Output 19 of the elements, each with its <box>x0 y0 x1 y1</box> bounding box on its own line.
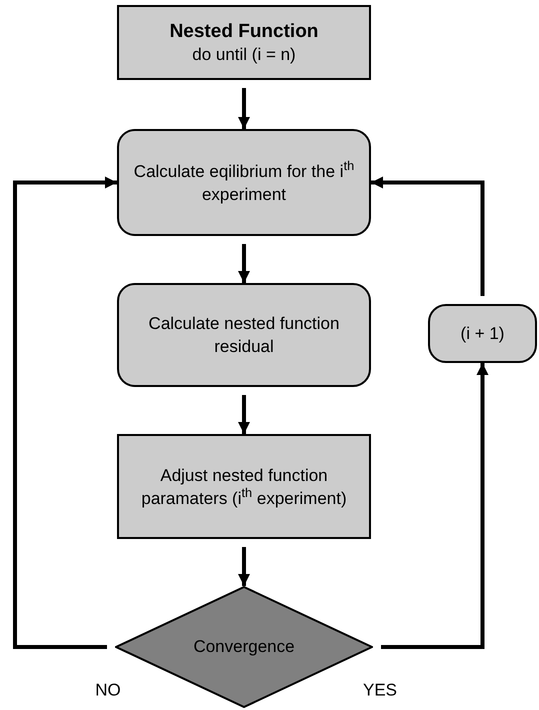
decision-label: Convergence <box>193 636 295 658</box>
process-box <box>117 5 371 80</box>
process-box <box>117 283 371 387</box>
arrow <box>238 395 250 434</box>
box-heading: Nested Function <box>170 20 318 42</box>
process-box <box>117 434 371 539</box>
arrow <box>238 547 250 586</box>
arrow <box>381 363 488 649</box>
box-text: (i + 1) <box>460 323 504 345</box>
arrow <box>13 176 117 649</box>
arrow <box>238 88 250 129</box>
box-text: Adjust nested function paramaters (i$^{th}$ experiment) <box>140 464 348 510</box>
process-box <box>428 304 537 363</box>
box-text: do until (i = n) <box>192 44 296 66</box>
box-text: Calculate nested function residual <box>148 313 340 358</box>
box-text: Calculate eqilibrium for the i$^{th}$ experiment <box>132 160 356 206</box>
process-box <box>117 129 371 236</box>
arrow <box>371 176 484 296</box>
arrow <box>238 244 250 283</box>
